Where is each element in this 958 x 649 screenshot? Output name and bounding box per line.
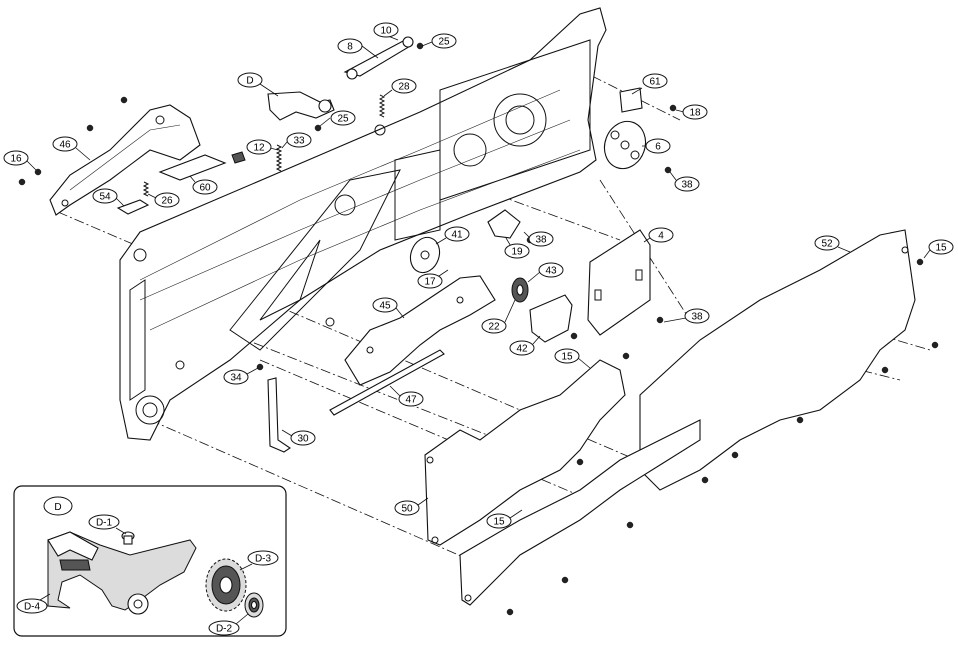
callout-25a: 25 xyxy=(421,33,457,49)
callout-38a: 38 xyxy=(669,171,700,192)
callout-60-label: 60 xyxy=(199,183,211,194)
callout-61-label: 61 xyxy=(649,77,661,88)
part-60-strip xyxy=(158,151,246,181)
callout-26-label: 26 xyxy=(161,196,173,207)
callout-46-label: 46 xyxy=(59,140,71,151)
callout-17: 17 xyxy=(417,269,449,289)
callout-38a-label: 38 xyxy=(681,180,693,191)
part-4-board xyxy=(587,229,651,336)
detail-callout-D4-label: D-4 xyxy=(24,602,41,613)
callout-38c: 38 xyxy=(663,308,710,324)
callout-52-label: 52 xyxy=(821,239,833,250)
detail-callout-D1-label: D-1 xyxy=(96,518,113,529)
callout-16: 16 xyxy=(3,150,37,171)
callout-18-label: 18 xyxy=(689,108,701,119)
part-42-plate xyxy=(529,294,573,343)
callout-16-label: 16 xyxy=(10,154,22,165)
main-frame xyxy=(119,7,607,441)
part-6-disc xyxy=(603,120,647,170)
callout-47-label: 47 xyxy=(405,395,417,406)
callout-54-label: 54 xyxy=(99,192,111,203)
callout-38b: 38 xyxy=(523,231,554,247)
callout-61: 61 xyxy=(631,73,668,95)
callout-4: 4 xyxy=(643,227,674,243)
callout-18: 18 xyxy=(675,104,708,120)
callout-15b-label: 15 xyxy=(561,352,573,363)
callout-25a-label: 25 xyxy=(438,37,450,48)
detail-callout-D3-label: D-3 xyxy=(255,554,272,565)
callout-19-label: 19 xyxy=(511,247,523,258)
springs xyxy=(142,94,386,197)
callout-50: 50 xyxy=(394,497,429,516)
callout-45-label: 45 xyxy=(379,301,391,312)
callout-17-label: 17 xyxy=(424,277,436,288)
callout-D-label: D xyxy=(246,76,253,87)
part-54-clip xyxy=(116,199,150,215)
callout-43-label: 43 xyxy=(545,266,557,277)
callout-47: 47 xyxy=(389,385,424,407)
callout-28-label: 28 xyxy=(398,82,410,93)
callout-22-label: 22 xyxy=(488,322,500,333)
part-61-plate xyxy=(619,87,643,113)
callout-15a-label: 15 xyxy=(935,243,947,254)
callout-30: 30 xyxy=(281,429,316,446)
callout-54: 54 xyxy=(92,188,125,207)
part-47-rod xyxy=(329,349,445,416)
callout-4-label: 4 xyxy=(658,231,664,242)
callout-15b: 15 xyxy=(554,348,591,369)
callout-25b: 25 xyxy=(319,110,356,127)
callout-33: 33 xyxy=(281,132,312,149)
callout-12-label: 12 xyxy=(253,143,265,154)
callout-46: 46 xyxy=(52,136,91,161)
part-45-bracket xyxy=(344,275,496,386)
callout-43: 43 xyxy=(527,262,564,283)
callout-45: 45 xyxy=(372,297,405,319)
part-D-lever xyxy=(267,91,335,121)
callout-12: 12 xyxy=(246,139,279,155)
callout-38c-label: 38 xyxy=(691,312,703,323)
callout-26: 26 xyxy=(147,192,180,208)
callout-10: 10 xyxy=(373,22,399,41)
callout-60: 60 xyxy=(189,175,218,195)
part-43-roller xyxy=(511,277,529,303)
part-46-bracket xyxy=(49,104,201,216)
callout-15c-label: 15 xyxy=(493,517,505,528)
callout-15a: 15 xyxy=(923,239,954,259)
callout-6: 6 xyxy=(642,138,671,154)
callout-52: 52 xyxy=(814,235,851,253)
detail-callout-D2-label: D-2 xyxy=(216,624,233,635)
part-52-cover xyxy=(459,229,916,606)
callout-D: D xyxy=(237,72,279,97)
callout-30-label: 30 xyxy=(297,434,309,445)
callout-42: 42 xyxy=(509,335,541,356)
callout-50-label: 50 xyxy=(401,504,413,515)
callout-10-label: 10 xyxy=(380,26,392,37)
callout-8-label: 8 xyxy=(347,42,353,53)
callout-19: 19 xyxy=(504,237,530,259)
callout-38b-label: 38 xyxy=(535,235,547,246)
callout-22: 22 xyxy=(481,299,516,334)
part-19-bracket xyxy=(487,209,521,239)
part-50-cover xyxy=(424,359,626,546)
callout-25b-label: 25 xyxy=(337,114,349,125)
callout-33-label: 33 xyxy=(293,136,305,147)
part-41-gear xyxy=(409,236,441,274)
part-8-lever xyxy=(343,36,414,80)
callout-15c: 15 xyxy=(486,509,523,529)
callout-28: 28 xyxy=(383,78,417,97)
callout-34-label: 34 xyxy=(230,373,242,384)
callout-41: 41 xyxy=(435,226,470,245)
part-30-bracket xyxy=(267,377,291,453)
callout-42-label: 42 xyxy=(516,344,528,355)
detail-D-inset: D D-1 D-3 D-4 D-2 xyxy=(13,485,287,637)
callout-6-label: 6 xyxy=(655,142,661,153)
detail-D-title: D xyxy=(54,502,61,513)
callout-8: 8 xyxy=(337,38,379,59)
callout-34: 34 xyxy=(223,367,259,385)
callout-41-label: 41 xyxy=(451,230,463,241)
